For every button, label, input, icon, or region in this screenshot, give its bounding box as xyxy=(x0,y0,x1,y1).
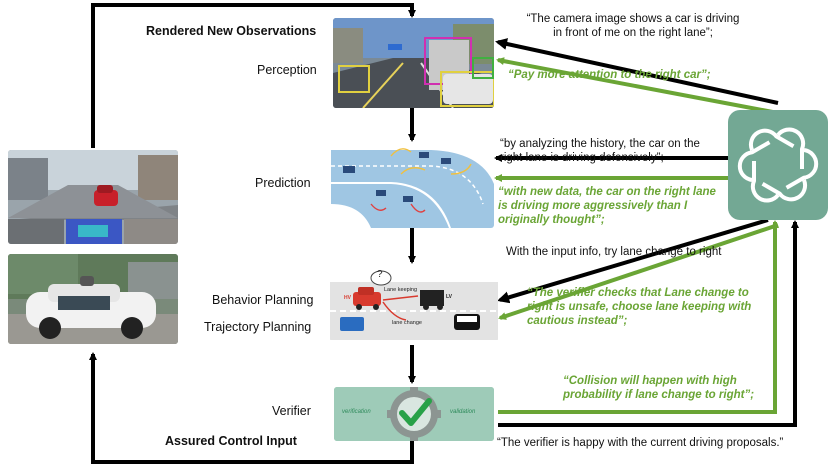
prediction-label: Prediction xyxy=(255,176,311,190)
verifier-label: Verifier xyxy=(272,404,311,418)
perception-quote: “The camera image shows a car is driving… xyxy=(526,13,740,39)
arrow-verifier-gpt xyxy=(498,220,799,427)
arrow-verifier-gpt-green xyxy=(498,220,779,414)
prediction-green-quote: “with new data, the car on the right lan… xyxy=(498,186,716,226)
verifier-validation-text: validation xyxy=(450,409,476,415)
behavior-planning-label: Behavior Planning xyxy=(212,293,314,307)
arrow-gpt-perception xyxy=(495,38,779,105)
assured-control-label: Assured Control Input xyxy=(165,434,297,448)
perception-green-quote: “Pay more attention to the right car”; xyxy=(508,69,711,81)
planning-green-quote: “The verifier checks that Lane change to… xyxy=(527,287,752,327)
planning-lv-text: LV xyxy=(446,294,453,300)
chatgpt-logo-box xyxy=(728,110,828,220)
rendered-observations-label: Rendered New Observations xyxy=(146,24,317,38)
prediction-image xyxy=(331,144,494,228)
openai-logo-icon xyxy=(737,127,819,203)
prediction-quote: “by analyzing the history, the car on th… xyxy=(500,138,700,164)
loop-bottom-arrow xyxy=(89,352,414,464)
camera-collage-image xyxy=(8,150,178,244)
verifier-quote: “The verifier is happy with the current … xyxy=(497,437,784,449)
verifier-green-quote: “Collision will happen with high probabi… xyxy=(563,375,755,401)
planning-image: ? Lane keeping lane change HV LV xyxy=(330,270,498,342)
planning-lane-change-text: lane change xyxy=(392,320,422,326)
perception-label: Perception xyxy=(257,63,317,77)
planning-hv-text: HV xyxy=(344,295,351,301)
planning-quote: With the input info, try lane change to … xyxy=(506,246,722,258)
perception-image xyxy=(333,18,494,108)
arrow-gpt-planning-green xyxy=(498,223,779,320)
planning-lane-keeping-text: Lane keeping xyxy=(384,287,418,293)
verifier-image: verification validation xyxy=(334,387,494,441)
verifier-verification-text: verification xyxy=(342,409,371,415)
planning-question-mark: ? xyxy=(377,270,383,280)
waymo-car-image xyxy=(8,254,178,344)
trajectory-planning-label: Trajectory Planning xyxy=(204,320,312,334)
arrow-gpt-planning xyxy=(497,218,769,304)
arrow-gpt-perception-green xyxy=(496,57,779,115)
loop-top-arrow xyxy=(91,3,416,148)
